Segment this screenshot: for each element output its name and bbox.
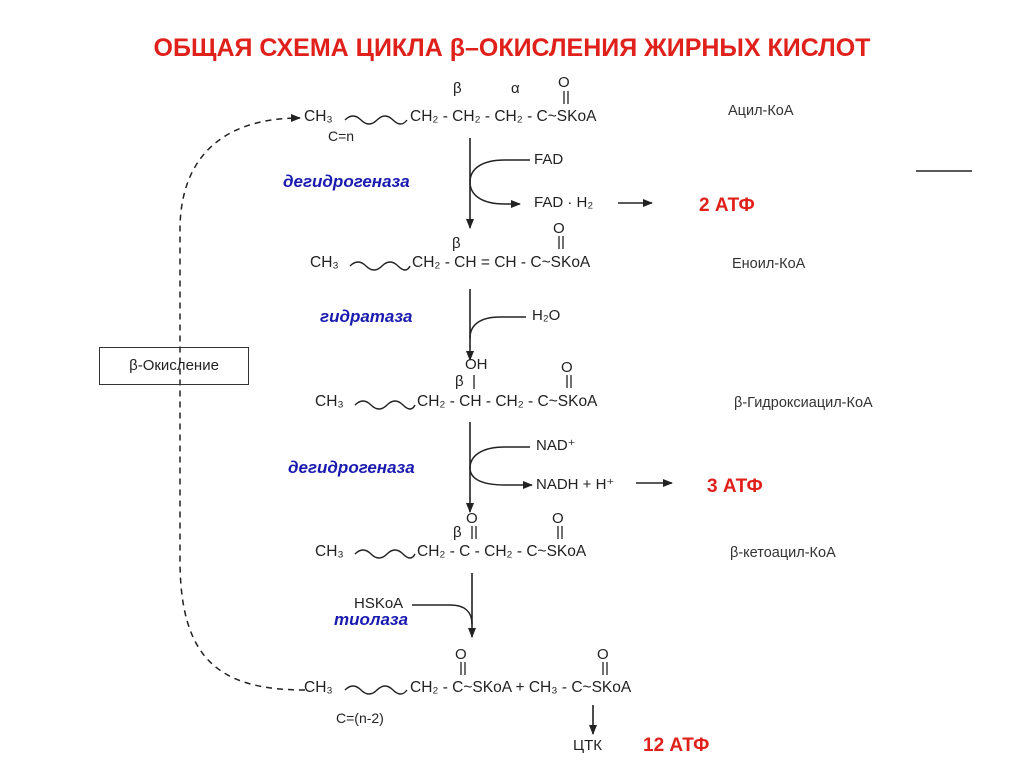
atp-yield-3: 3 АТФ <box>707 476 763 497</box>
cofactor-nadh: NADH + H⁺ <box>536 476 615 493</box>
chain-wave-2 <box>349 261 411 271</box>
chain-wave-3 <box>354 400 416 410</box>
water-curve <box>469 316 526 339</box>
carbonyl-bonds <box>460 91 608 675</box>
products-chain: CH₂ - C~SKoA + CH₃ - C~SKoA <box>410 679 632 696</box>
enzyme-hydratase: гидратаза <box>320 307 413 326</box>
oxygen-2: O <box>553 220 565 237</box>
ketoacyl-coa-chain: CH₂ - C - CH₂ - C~SKoA <box>417 543 587 560</box>
atp-yield-2: 2 АТФ <box>699 195 755 216</box>
hydroxyacyl-coa-chain: CH₂ - CH - CH₂ - C~SKoA <box>417 393 598 410</box>
oxygen-1: O <box>558 74 570 91</box>
hydroxyacyl-coa-ch3: CH₃ <box>315 393 344 410</box>
fad-curve <box>469 159 530 208</box>
enoyl-coa-ch3: CH₃ <box>310 254 339 271</box>
oxygen-3: O <box>561 359 573 376</box>
enzyme-dehydrogenase-2: дегидрогеназа <box>288 458 415 477</box>
enzyme-thiolase: тиолаза <box>334 610 409 629</box>
cofactor-fad: FAD <box>534 151 564 168</box>
acyl-coa-length: C=n <box>328 128 355 144</box>
acyl-coa-ch3: CH₃ <box>304 108 333 125</box>
beta-mark-4: β <box>453 524 462 541</box>
cycle-dashed-path <box>179 114 306 691</box>
tca-label: ЦТК <box>573 737 602 754</box>
chain-wave-4 <box>354 549 416 559</box>
cofactor-water: H₂O <box>532 307 561 324</box>
oxygen-7: O <box>597 646 609 663</box>
enzyme-dehydrogenase-1: дегидрогеназа <box>283 172 410 191</box>
cofactor-fadh2: FAD · H₂ <box>534 194 594 211</box>
hydroxyl-group: OH <box>465 356 488 373</box>
products-ch3: CH₃ <box>304 679 333 696</box>
enoyl-coa-name: Еноил-КоА <box>732 256 806 272</box>
acyl-coa-chain: CH₂ - CH₂ - CH₂ - C~SKoA <box>410 108 597 125</box>
page-title: ОБЩАЯ СХЕМА ЦИКЛА β–ОКИСЛЕНИЯ ЖИРНЫХ КИС… <box>153 34 871 62</box>
chain-wave-5 <box>344 685 408 695</box>
alpha-mark: α <box>511 80 520 97</box>
chain-wave-1 <box>344 115 408 125</box>
beta-mark-1: β <box>453 80 462 97</box>
beta-mark-2: β <box>452 235 461 252</box>
beta-oxidation-box: β-Окисление <box>99 347 249 385</box>
nad-curve <box>469 446 533 489</box>
oxygen-6: O <box>455 646 467 663</box>
oxygen-5: O <box>552 510 564 527</box>
acyl-coa-name: Ацил-КоА <box>728 103 794 119</box>
oxygen-4: O <box>466 510 478 527</box>
products-length: C=(n-2) <box>336 710 384 726</box>
cofactor-hskoa: HSKoA <box>354 595 404 612</box>
cofactor-nad: NAD⁺ <box>536 437 576 454</box>
ketoacyl-coa-name: β-кетоацил-КоА <box>730 545 836 561</box>
hydroxyacyl-coa-name: β-Гидроксиацил-КоА <box>734 395 873 411</box>
atp-yield-total: 12 АТФ <box>643 735 710 756</box>
enoyl-coa-chain: CH₂ - CH = CH - C~SKoA <box>412 254 591 271</box>
hskoa-curve <box>412 604 473 625</box>
ketoacyl-coa-ch3: CH₃ <box>315 543 344 560</box>
beta-mark-3: β <box>455 373 464 390</box>
